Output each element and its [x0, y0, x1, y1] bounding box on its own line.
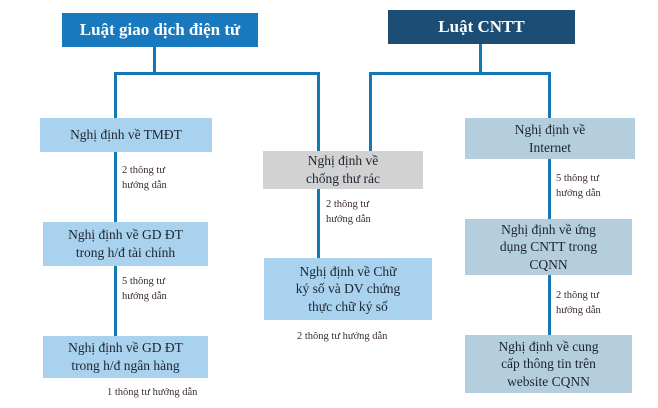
- decree-node-chong-thu-rac: Nghị định về chống thư rác: [263, 151, 423, 189]
- law-node-giao-dich-dien-tu: Luật giao dịch điện tử: [62, 13, 258, 47]
- law-node-cntt: Luật CNTT: [388, 10, 575, 44]
- decree-node-internet: Nghị định về Internet: [465, 118, 635, 159]
- connector-right-horizontal: [369, 72, 551, 75]
- connector-middle-from-left-law: [317, 72, 320, 152]
- connector-left-trunk: [153, 47, 156, 74]
- note-circulars-internet: 5 thông tư hướng dẫn: [556, 173, 601, 200]
- decree-node-tmdt: Nghị định về TMĐT: [40, 118, 212, 152]
- connector-left-column: [114, 72, 117, 338]
- decree-node-gddt-ngan-hang: Nghị định về GD ĐT trong h/đ ngân hàng: [43, 336, 208, 378]
- connector-right-column: [548, 72, 551, 337]
- connector-right-trunk: [479, 44, 482, 74]
- note-circulars-ung-dung-cntt: 2 thông tư hướng dẫn: [556, 290, 601, 317]
- note-circulars-chu-ky-so: 2 thông tư hướng dẫn: [297, 331, 388, 342]
- note-circulars-tai-chinh: 5 thông tư hướng dẫn: [122, 276, 167, 303]
- decree-node-chu-ky-so: Nghị định về Chữ ký số và DV chứng thực …: [264, 258, 432, 320]
- connector-middle-from-right-law: [369, 72, 372, 152]
- decree-node-gddt-tai-chinh: Nghị định về GD ĐT trong h/đ tài chính: [43, 222, 208, 266]
- decree-node-ung-dung-cntt-cqnn: Nghị định về ứng dụng CNTT trong CQNN: [465, 219, 632, 275]
- note-circulars-chong-thu-rac: 2 thông tư hướng dẫn: [326, 199, 371, 226]
- decree-node-website-cqnn: Nghị định về cung cấp thông tin trên web…: [465, 335, 632, 393]
- connector-middle-lower: [317, 188, 320, 260]
- connector-left-horizontal: [114, 72, 320, 75]
- note-circulars-tmdt: 2 thông tư hướng dẫn: [122, 165, 167, 192]
- note-circulars-ngan-hang: 1 thông tư hướng dẫn: [107, 387, 198, 398]
